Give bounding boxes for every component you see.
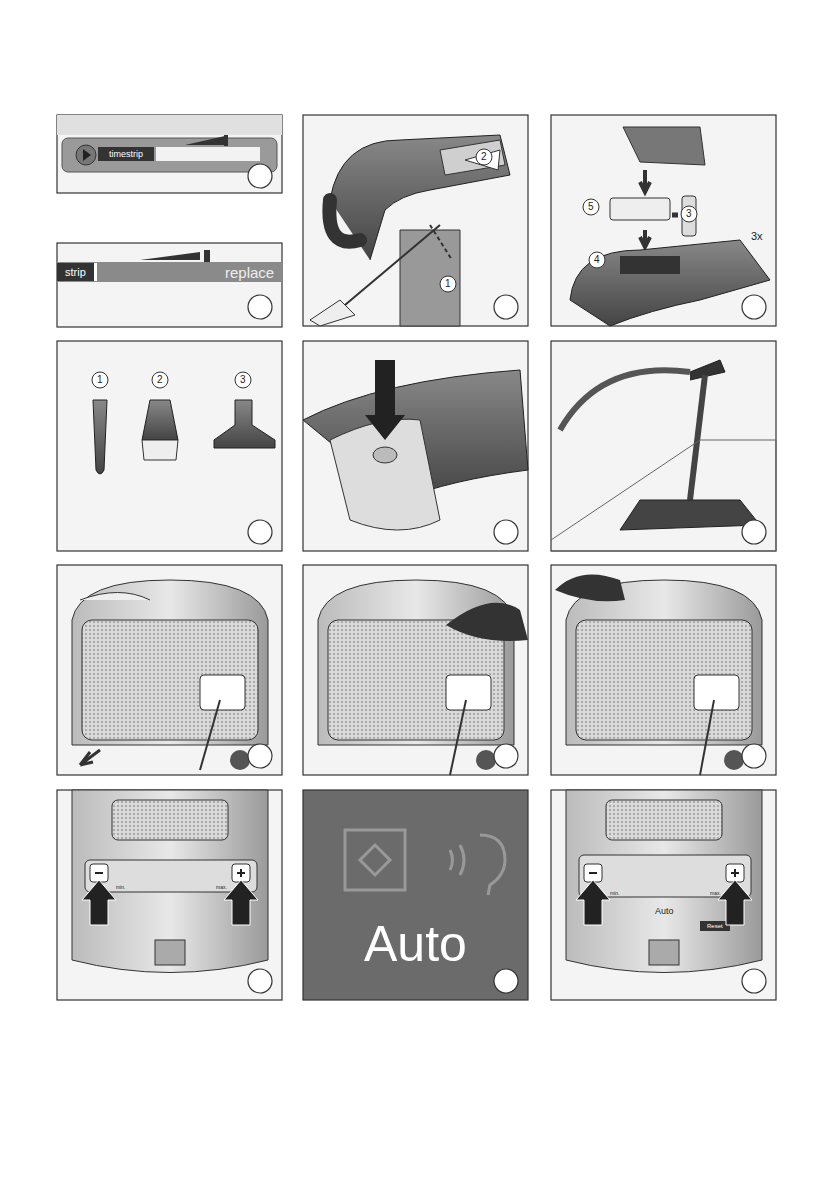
callout-number: 1 [445,279,451,289]
panel-text: Auto [655,907,674,916]
callout-number: 3 [240,375,246,385]
button-label: Reset [707,923,723,929]
display-text: replace [224,265,275,280]
button-label: max. [710,891,721,896]
callout-number: 2 [481,152,487,162]
mode-text: Auto [364,919,467,969]
callout-number: 3 [686,209,692,219]
quantity-label: 3x [751,231,763,242]
button-label: min. [116,885,125,890]
button-label: min. [610,891,619,896]
button-label: max. [216,885,227,890]
callout-number: 1 [97,375,103,385]
callout-number: 5 [588,202,594,212]
display-text: strip [64,267,87,278]
callout-number: 2 [157,375,163,385]
callout-number: 4 [594,255,600,265]
display-text: timestrip [108,150,144,159]
